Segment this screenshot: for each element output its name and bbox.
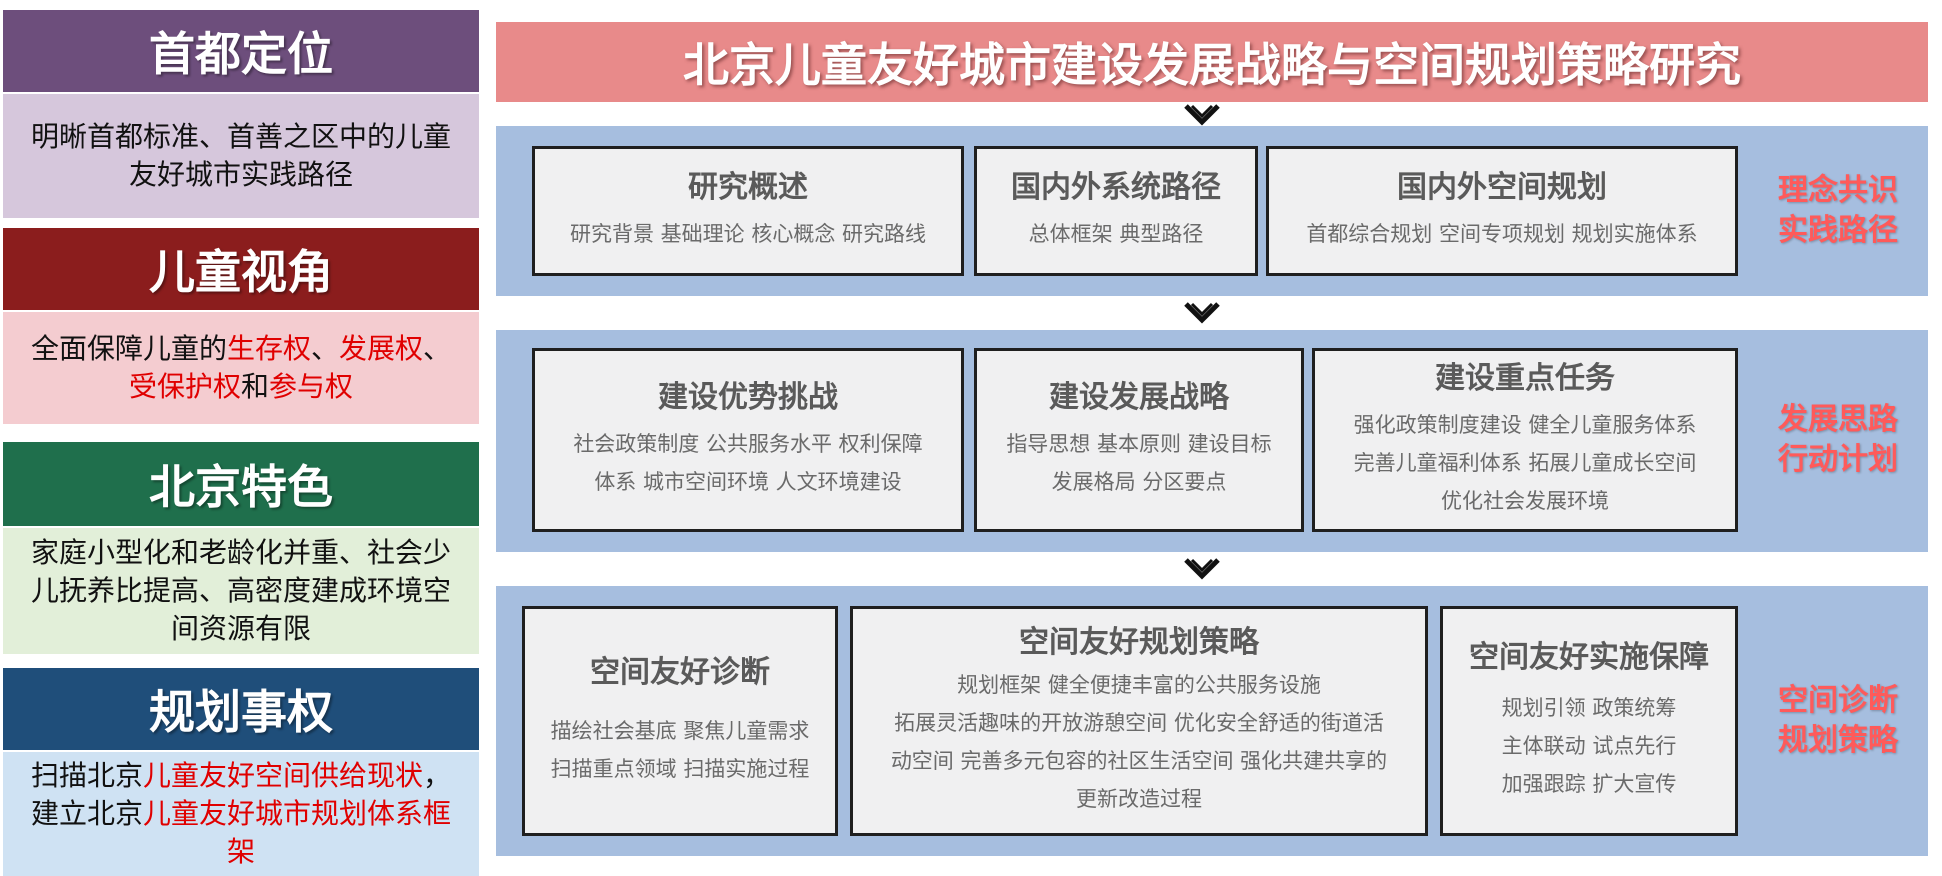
box-title: 建设优势挑战 [658, 380, 838, 415]
box-spatial-planning: 国内外空间规划 首都综合规划 空间专项规划 规划实施体系 [1266, 146, 1738, 276]
box-title: 空间友好规划策略 [1019, 625, 1259, 660]
highlight-text: 儿童友好城市规划体系框架 [143, 797, 452, 868]
box-spatial-strategy: 空间友好规划策略 规划框架 健全便捷丰富的公共服务设施 拓展灵活趣味的开放游憩空… [850, 606, 1428, 836]
section-body-capital: 明晰首都标准、首善之区中的儿童友好城市实践路径 [3, 94, 479, 218]
section-body-text: ，建立北京 [30, 759, 452, 830]
box-title: 空间友好诊断 [590, 655, 770, 690]
down-arrow-icon [1184, 302, 1220, 324]
box-line: 拓展灵活趣味的开放游憩空间 优化安全舒适的街道活 [894, 711, 1384, 735]
down-arrow-icon [1184, 558, 1220, 580]
box-line: 发展格局 分区要点 [1051, 470, 1227, 494]
box-title: 建设发展战略 [1049, 380, 1229, 415]
box-implementation: 空间友好实施保障 规划引领 政策统筹 主体联动 试点先行 加强跟踪 扩大宣传 [1440, 606, 1738, 836]
box-line: 强化政策制度建设 健全儿童服务体系 [1353, 413, 1697, 437]
box-line: 扫描重点领域 扫描实施过程 [550, 757, 810, 781]
section-body-text: 明晰首都标准、首善之区中的儿童友好城市实践路径 [30, 120, 451, 191]
box-line: 研究背景 基础理论 核心概念 研究路线 [569, 222, 927, 246]
box-title: 建设重点任务 [1435, 361, 1615, 396]
highlight-text: 生存权 [226, 332, 311, 365]
band-label-spatial: 空间诊断 规划策略 [1750, 606, 1926, 836]
box-line: 指导思想 基本原则 建设目标 [1006, 432, 1272, 456]
highlight-text: 受保护权 [128, 370, 241, 403]
box-line: 加强跟踪 扩大宣传 [1501, 772, 1677, 796]
section-body-text: 、 [423, 332, 452, 365]
box-line: 首都综合规划 空间专项规划 规划实施体系 [1306, 222, 1698, 246]
box-line: 体系 城市空间环境 人文环境建设 [594, 470, 902, 494]
box-line: 更新改造过程 [1076, 787, 1202, 811]
box-title: 国内外空间规划 [1397, 170, 1607, 205]
band-label-line: 空间诊断 [1778, 683, 1898, 718]
section-body-text: 扫描北京 [30, 759, 143, 792]
band-label-line: 发展思路 [1778, 402, 1898, 437]
section-body-text: 、 [310, 332, 339, 365]
diagram-title: 北京儿童友好城市建设发展战略与空间规划策略研究 [496, 22, 1928, 102]
band-label-line: 规划策略 [1778, 723, 1898, 758]
highlight-text: 发展权 [339, 332, 424, 365]
box-line: 总体框架 典型路径 [1028, 222, 1204, 246]
box-line: 规划引领 政策统筹 [1501, 696, 1677, 720]
section-body-text: 全面保障儿童的 [30, 332, 227, 365]
box-title: 空间友好实施保障 [1469, 640, 1709, 675]
section-heading-child-view: 儿童视角 [3, 228, 479, 310]
band-label-development: 发展思路 行动计划 [1750, 348, 1926, 532]
box-line: 社会政策制度 公共服务水平 权利保障 [573, 432, 923, 456]
section-body-text: 和 [240, 370, 269, 403]
highlight-text: 参与权 [269, 370, 354, 403]
down-arrow-icon [1184, 104, 1220, 126]
box-system-path: 国内外系统路径 总体框架 典型路径 [974, 146, 1258, 276]
box-development-strategy: 建设发展战略 指导思想 基本原则 建设目标 发展格局 分区要点 [974, 348, 1304, 532]
highlight-text: 儿童友好空间供给现状 [142, 759, 423, 792]
section-heading-planning-authority: 规划事权 [3, 668, 479, 750]
box-line: 动空间 完善多元包容的社区生活空间 强化共建共享的 [890, 749, 1388, 773]
section-heading-capital: 首都定位 [3, 10, 479, 92]
box-advantages-challenges: 建设优势挑战 社会政策制度 公共服务水平 权利保障 体系 城市空间环境 人文环境… [532, 348, 964, 532]
box-title: 国内外系统路径 [1011, 170, 1221, 205]
band-label-line: 理念共识 [1778, 173, 1898, 208]
band-label-concept: 理念共识 实践路径 [1750, 146, 1926, 276]
box-research-overview: 研究概述 研究背景 基础理论 核心概念 研究路线 [532, 146, 964, 276]
box-line: 完善儿童福利体系 拓展儿童成长空间 [1353, 451, 1697, 475]
band-label-line: 实践路径 [1778, 213, 1898, 248]
band-label-line: 行动计划 [1778, 442, 1898, 477]
section-body-child-view: 全面保障儿童的生存权、发展权、受保护权和参与权 [3, 312, 479, 424]
box-line: 规划框架 健全便捷丰富的公共服务设施 [957, 673, 1321, 697]
box-spatial-diagnosis: 空间友好诊断 描绘社会基底 聚焦儿童需求 扫描重点领域 扫描实施过程 [522, 606, 838, 836]
section-body-text: 家庭小型化和老龄化并重、社会少儿抚养比提高、高密度建成环境空间资源有限 [30, 536, 451, 645]
section-body-beijing-feature: 家庭小型化和老龄化并重、社会少儿抚养比提高、高密度建成环境空间资源有限 [3, 528, 479, 654]
box-key-tasks: 建设重点任务 强化政策制度建设 健全儿童服务体系 完善儿童福利体系 拓展儿童成长… [1312, 348, 1738, 532]
section-heading-beijing-feature: 北京特色 [3, 442, 479, 526]
box-line: 主体联动 试点先行 [1501, 734, 1677, 758]
section-body-planning-authority: 扫描北京儿童友好空间供给现状，建立北京儿童友好城市规划体系框架 [3, 752, 479, 876]
box-line: 描绘社会基底 聚焦儿童需求 [550, 719, 810, 743]
box-title: 研究概述 [688, 170, 808, 205]
box-line: 优化社会发展环境 [1441, 489, 1609, 513]
